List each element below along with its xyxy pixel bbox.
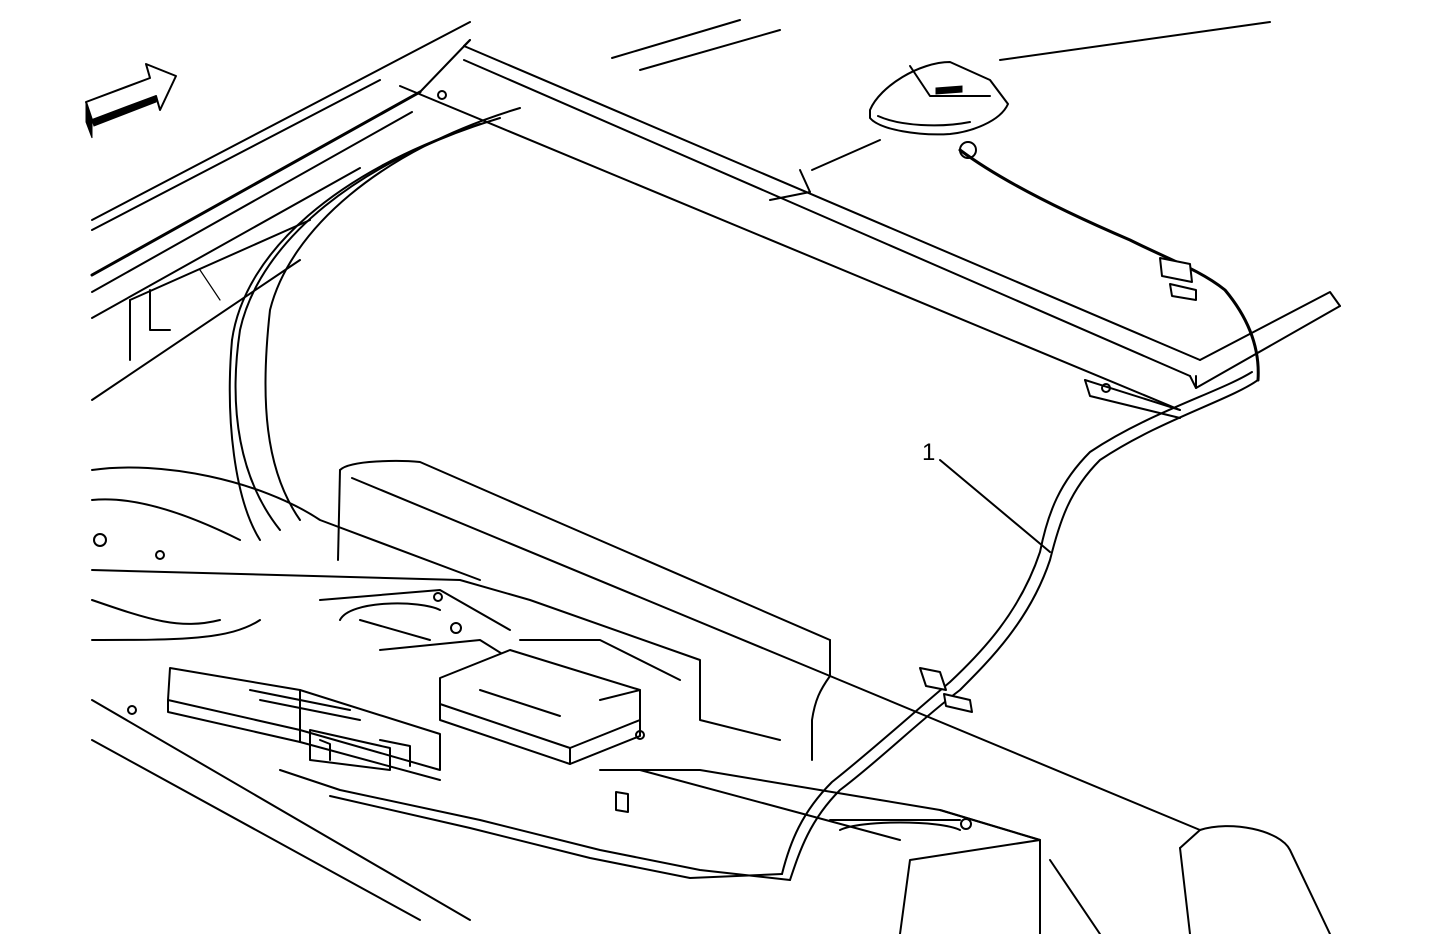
forward-direction-arrow-icon <box>85 63 177 139</box>
rear-compartment-panel <box>228 107 521 541</box>
callout-1-leader <box>939 459 1051 553</box>
trunk-floor-ledge <box>337 459 1331 934</box>
antenna-cable <box>279 148 1260 881</box>
amplifier-module <box>167 667 441 781</box>
rear-window-frame <box>90 19 781 401</box>
antenna-base <box>869 61 1009 159</box>
callout-1-label: 1 <box>922 439 935 466</box>
center-control-module <box>439 649 641 765</box>
deck-lid-panel <box>399 21 1341 419</box>
callout-1: 1 <box>922 439 1051 553</box>
